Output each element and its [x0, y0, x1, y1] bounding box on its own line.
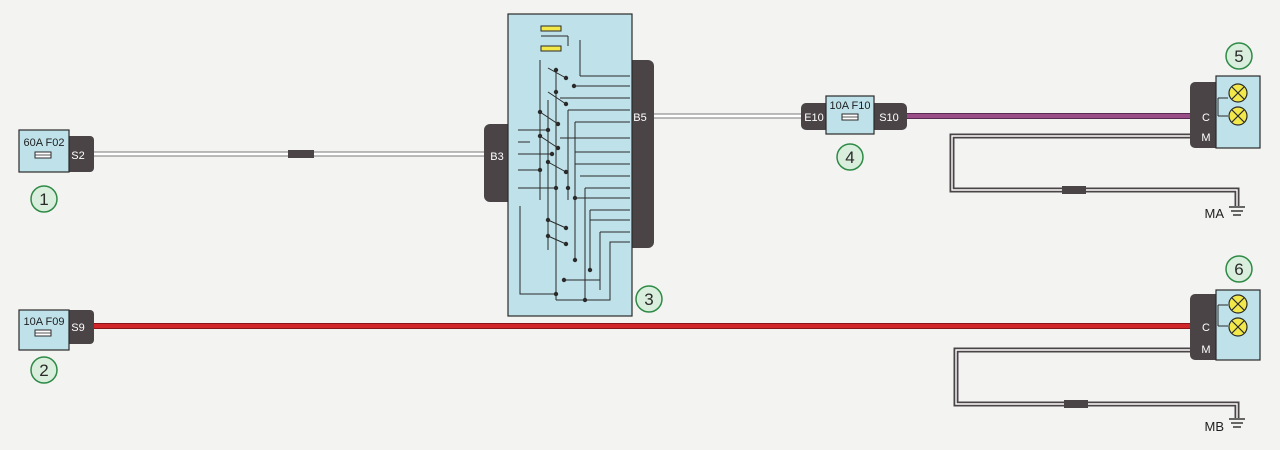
- lamp-icon: [1228, 294, 1248, 314]
- component-1-fuse-box: 60A F02 S2: [18, 129, 94, 173]
- pin-label-c: C: [1202, 322, 1210, 334]
- ground-mb: MB: [1205, 418, 1245, 434]
- ground-icon: [1229, 418, 1245, 428]
- pin-label-m: M: [1201, 132, 1210, 144]
- component-2-fuse-box: 10A F09 S9: [18, 309, 94, 351]
- lamp-icon: [1228, 83, 1248, 103]
- callout-2: 2: [30, 356, 58, 384]
- fuse-label: 10A F09: [24, 316, 65, 328]
- pin-label: S9: [71, 322, 84, 334]
- callout-1: 1: [30, 185, 58, 213]
- fuse-label: 60A F02: [24, 137, 65, 149]
- component-4-fuse-box: 10A F10 E10 S10: [801, 95, 907, 135]
- lamp-icon: [1228, 106, 1248, 126]
- fuse-label: 10A F10: [830, 100, 871, 112]
- lamp-icon: [1228, 317, 1248, 337]
- pin-label-m: M: [1201, 344, 1210, 356]
- svg-text:5: 5: [1234, 47, 1243, 66]
- pin-label-c: C: [1202, 112, 1210, 124]
- switch-internal-wiring: [518, 25, 630, 301]
- pin-label-b5: B5: [633, 112, 646, 124]
- component-5-lamp-unit: C M: [1190, 75, 1261, 149]
- callout-5: 5: [1225, 42, 1253, 70]
- svg-text:2: 2: [39, 361, 48, 380]
- svg-text:3: 3: [644, 290, 653, 309]
- wire-ground-mb: [953, 347, 1240, 418]
- svg-text:4: 4: [845, 148, 854, 167]
- svg-text:1: 1: [39, 190, 48, 209]
- ground-ma: MA: [1205, 206, 1245, 221]
- callout-6: 6: [1225, 255, 1253, 283]
- ground-label: MB: [1205, 419, 1225, 434]
- ground-label: MA: [1205, 206, 1225, 221]
- callout-4: 4: [836, 143, 864, 171]
- switch-contact-dots: [537, 67, 593, 303]
- wire-ground-ma: [949, 133, 1240, 206]
- component-3-switch: B3 B5: [484, 13, 654, 317]
- pin-label: S2: [71, 150, 84, 162]
- component-6-lamp-unit: C M: [1190, 289, 1261, 361]
- pin-label-s10: S10: [879, 112, 899, 124]
- svg-text:6: 6: [1234, 260, 1243, 279]
- callout-3: 3: [635, 285, 663, 313]
- pin-label-b3: B3: [490, 151, 503, 163]
- pin-label-e10: E10: [804, 112, 824, 124]
- wire-splice: [1062, 186, 1086, 194]
- ground-icon: [1229, 206, 1245, 216]
- wire-splice: [1064, 400, 1088, 408]
- wire-s2-b3: [92, 150, 486, 158]
- wires: [92, 113, 1240, 418]
- wire-splice: [288, 150, 314, 158]
